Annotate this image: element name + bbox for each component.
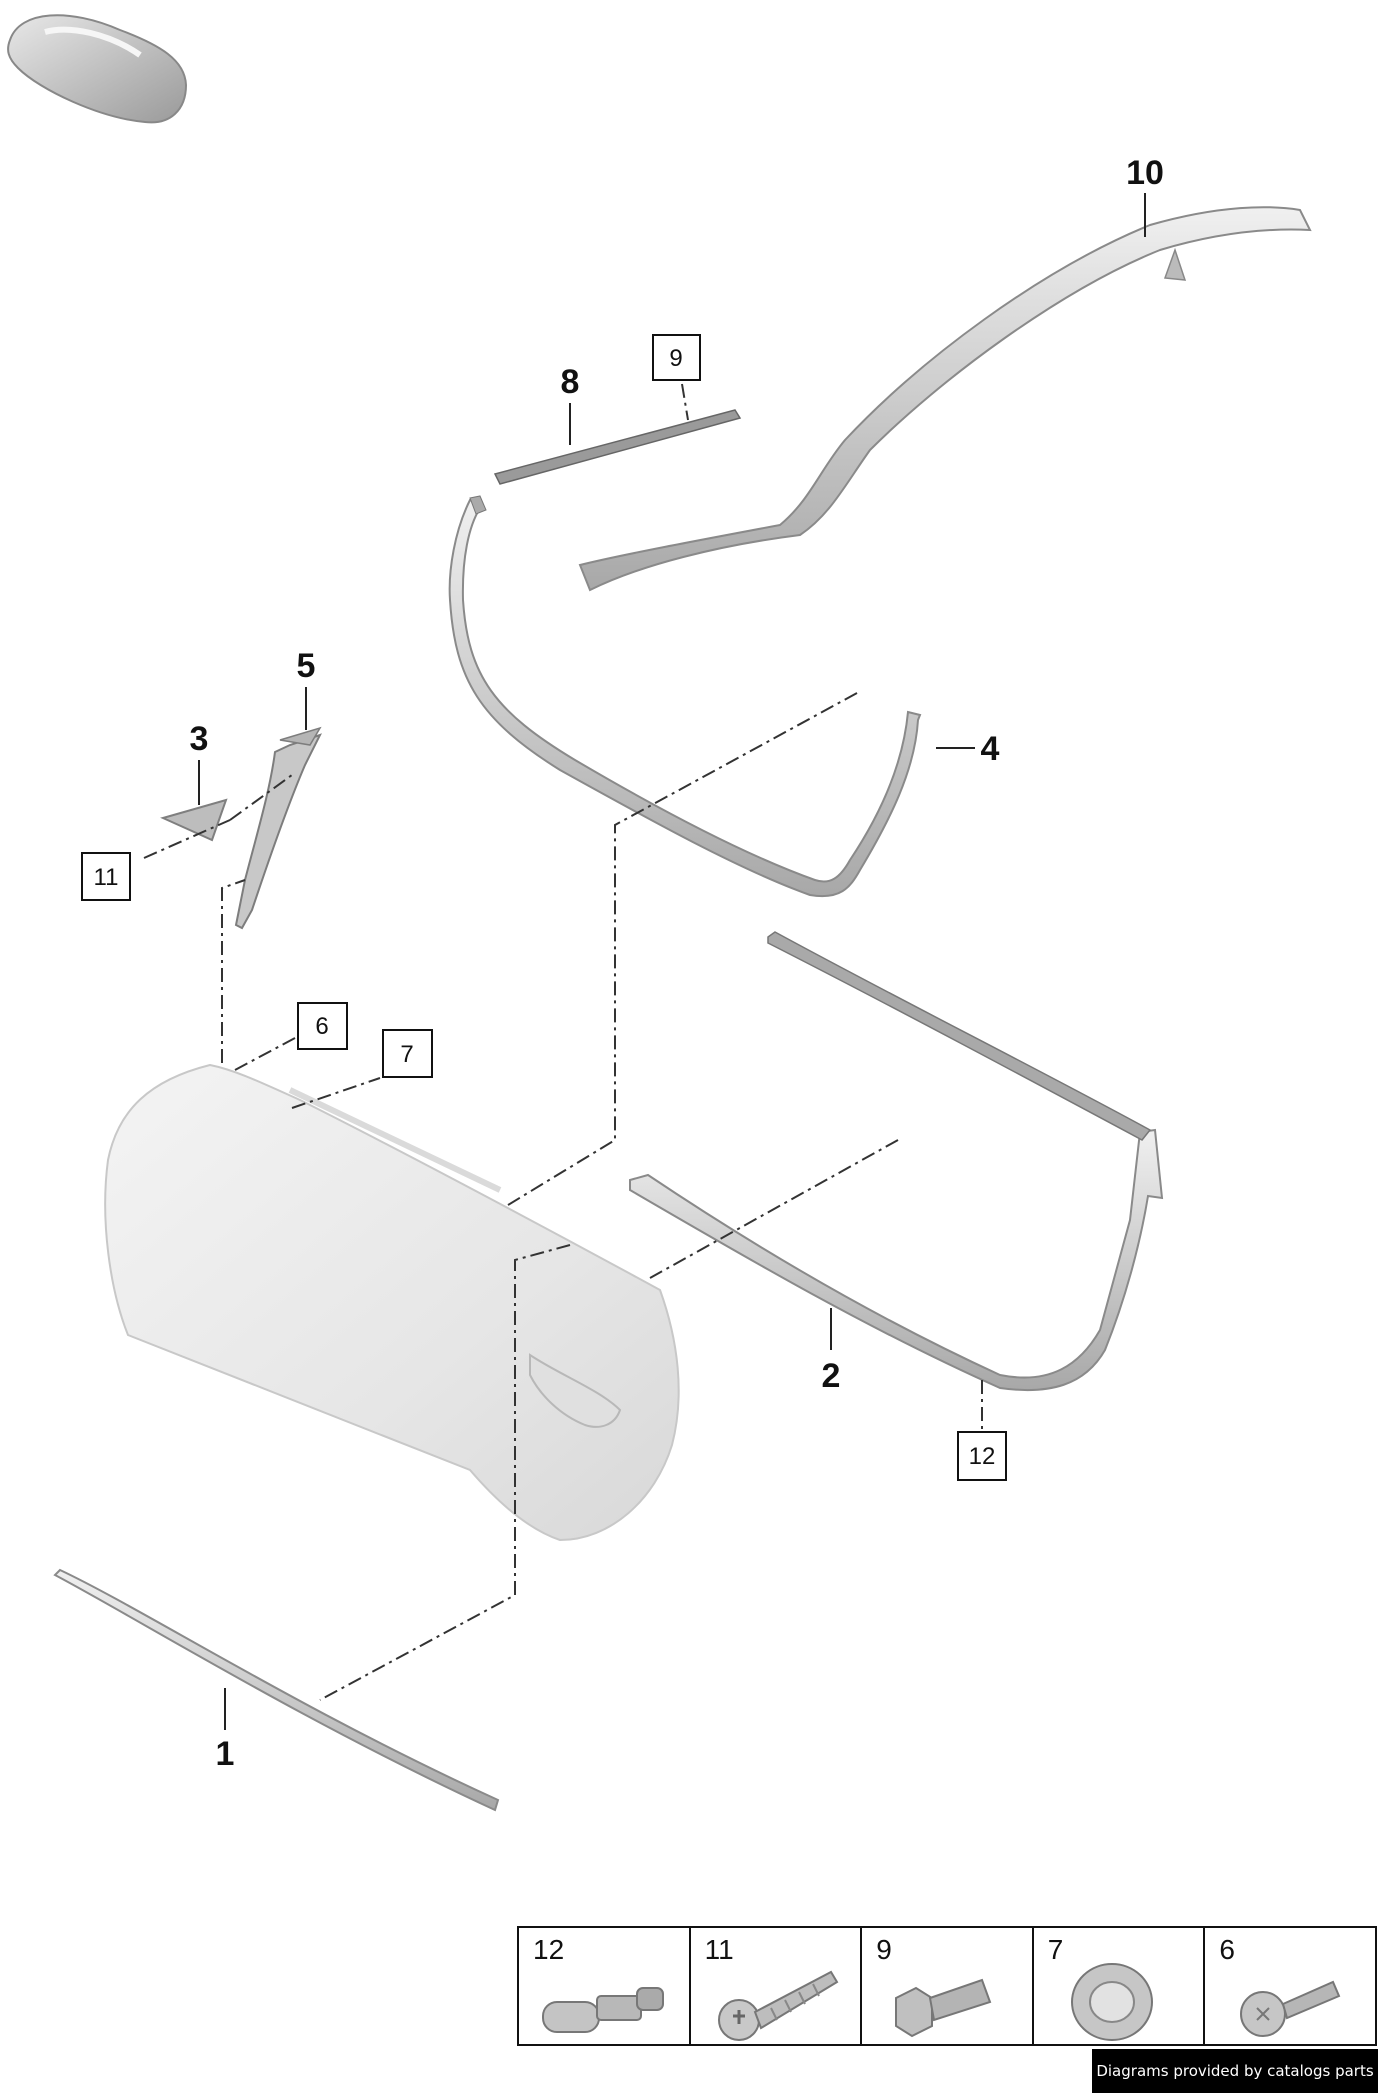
legend-number: 7 xyxy=(1047,1934,1064,1965)
svg-text:9: 9 xyxy=(669,345,682,372)
legend-number: 9 xyxy=(876,1934,892,1965)
callout-4: 4 xyxy=(981,730,1000,768)
screw-icon xyxy=(717,1970,838,2041)
bolt-icon xyxy=(1240,1980,1341,2037)
legend-number: 12 xyxy=(533,1934,565,1965)
legend-number: 11 xyxy=(704,1934,734,1965)
part-10-upper-frame-seal xyxy=(578,206,1312,592)
boxed-callout-11: 11 xyxy=(81,852,131,901)
clip-icon xyxy=(542,1987,664,2033)
svg-text:12: 12 xyxy=(969,1443,996,1470)
callout-2: 2 xyxy=(822,1357,841,1395)
legend-cell-6: 6 xyxy=(1205,1928,1375,2044)
svg-text:7: 7 xyxy=(400,1041,413,1068)
callout-3: 3 xyxy=(190,720,209,758)
car-thumbnail-icon xyxy=(7,14,188,124)
boxed-callout-12: 12 xyxy=(957,1431,1007,1481)
svg-text:6: 6 xyxy=(315,1013,328,1040)
part-5-window-trim xyxy=(234,726,322,930)
washer-icon xyxy=(1070,1963,1153,2041)
part-4-door-seal xyxy=(448,495,922,898)
part-3-triangle-cover xyxy=(160,798,228,842)
boxed-callout-6: 6 xyxy=(297,1002,348,1050)
part-2-belt-seal xyxy=(629,931,1164,1392)
legend-cell-9: 9 xyxy=(862,1928,1034,2044)
legend-cell-12: 12 xyxy=(519,1928,691,2044)
svg-text:11: 11 xyxy=(94,864,119,891)
callout-10: 10 xyxy=(1126,154,1164,192)
callout-1: 1 xyxy=(216,1735,235,1773)
part-1-lower-strip xyxy=(53,1568,500,1812)
legend-number: 6 xyxy=(1219,1934,1235,1965)
fastener-legend-table: 12 11 9 7 6 xyxy=(517,1926,1377,2046)
boxed-callout-7: 7 xyxy=(382,1029,433,1078)
legend-cell-11: 11 xyxy=(691,1928,863,2044)
credit-banner: Diagrams provided by catalogs parts xyxy=(1092,2049,1378,2093)
assembly-dash-lines xyxy=(143,383,983,1701)
door-panel xyxy=(104,1063,680,1542)
pin-icon xyxy=(895,1978,992,2038)
part-8-trim-strip xyxy=(493,409,742,485)
callout-5: 5 xyxy=(297,647,316,685)
legend-cell-7: 7 xyxy=(1034,1928,1206,2044)
boxed-callout-9: 9 xyxy=(652,334,701,381)
leader-lines xyxy=(198,193,1146,1730)
callout-8: 8 xyxy=(561,363,580,401)
